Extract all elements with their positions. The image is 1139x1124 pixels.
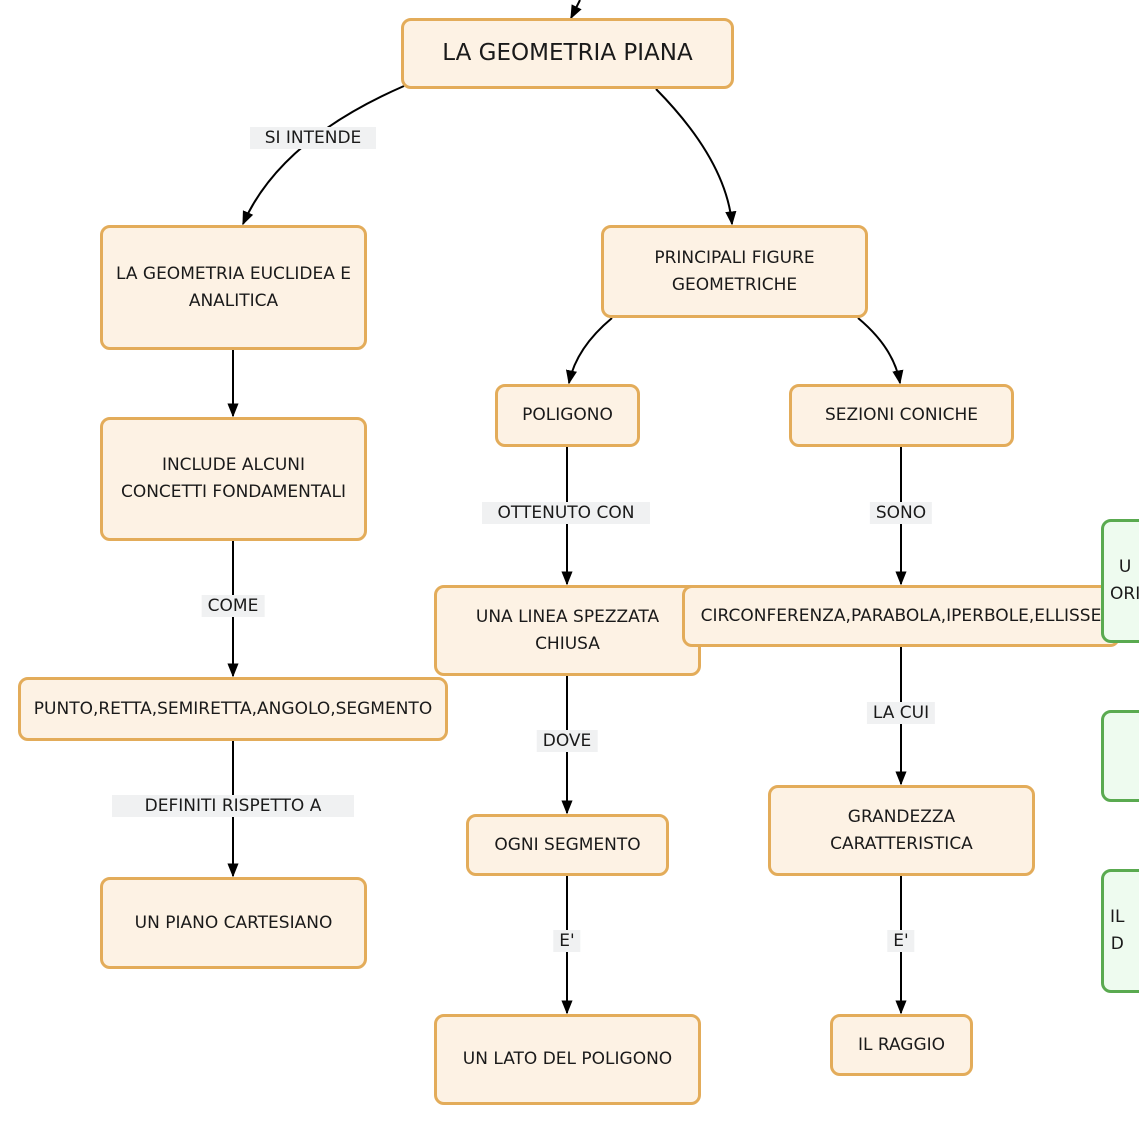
- node-linea-spezzata[interactable]: UNA LINEA SPEZZATA CHIUSA: [434, 585, 701, 676]
- node-sezioni-coniche[interactable]: SEZIONI CONICHE: [789, 384, 1014, 447]
- node-principali-figure[interactable]: PRINCIPALI FIGURE GEOMETRICHE: [601, 225, 868, 318]
- label-la-cui: LA CUI: [866, 702, 936, 724]
- node-green-top-partial[interactable]: U ORI: [1101, 519, 1139, 643]
- node-ogni-segmento[interactable]: OGNI SEGMENTO: [466, 814, 669, 876]
- node-geometria-piana[interactable]: LA GEOMETRIA PIANA: [401, 18, 734, 89]
- node-piano-cartesiano[interactable]: UN PIANO CARTESIANO: [100, 877, 367, 969]
- label-ottenuto-con: OTTENUTO CON: [482, 502, 650, 524]
- node-circonferenza-parabola[interactable]: CIRCONFERENZA,PARABOLA,IPERBOLE,ELLISSE: [682, 585, 1120, 647]
- node-geometria-euclidea[interactable]: LA GEOMETRIA EUCLIDEA E ANALITICA: [100, 225, 367, 350]
- label-sono: SONO: [869, 502, 933, 524]
- label-dove: DOVE: [536, 730, 598, 752]
- node-grandezza-caratteristica[interactable]: GRANDEZZA CARATTERISTICA: [768, 785, 1035, 876]
- node-poligono[interactable]: POLIGONO: [495, 384, 640, 447]
- node-il-raggio[interactable]: IL RAGGIO: [830, 1014, 973, 1076]
- node-green-bottom-partial[interactable]: IL D: [1101, 869, 1139, 993]
- edge-root-figure: [655, 88, 737, 226]
- edge-figure-coniche: [857, 317, 904, 385]
- node-green-middle-partial[interactable]: [1101, 710, 1139, 802]
- label-definiti-rispetto-a: DEFINITI RISPETTO A: [112, 795, 354, 817]
- node-punto-retta[interactable]: PUNTO,RETTA,SEMIRETTA,ANGOLO,SEGMENTO: [18, 677, 448, 741]
- node-lato-poligono[interactable]: UN LATO DEL POLIGONO: [434, 1014, 701, 1105]
- label-e-right: E': [887, 930, 915, 952]
- label-si-intende: SI INTENDE: [250, 127, 376, 149]
- edge-root-euclidea: [242, 85, 405, 226]
- label-e-left: E': [553, 930, 581, 952]
- label-come: COME: [201, 595, 265, 617]
- edge-figure-poligono: [565, 317, 613, 385]
- edge-incoming-root: [570, 0, 582, 20]
- node-concetti-fondamentali[interactable]: INCLUDE ALCUNI CONCETTI FONDAMENTALI: [100, 417, 367, 541]
